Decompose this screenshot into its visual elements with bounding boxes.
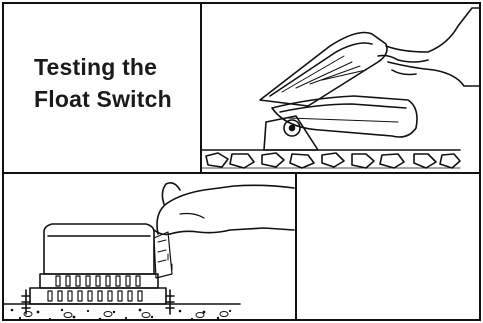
title-line-2: Float Switch xyxy=(34,86,172,112)
float-switch-panel xyxy=(200,2,481,174)
float-switch-raised-by-hand-icon xyxy=(202,7,479,172)
page-title: Testing the Float Switch xyxy=(34,51,172,115)
title-line-1: Testing the xyxy=(34,54,158,80)
pump-test-panel xyxy=(2,172,297,321)
title-panel: Testing the Float Switch xyxy=(2,2,202,174)
pump-with-hand-lifting-float-icon xyxy=(4,182,295,319)
empty-panel xyxy=(295,172,481,321)
